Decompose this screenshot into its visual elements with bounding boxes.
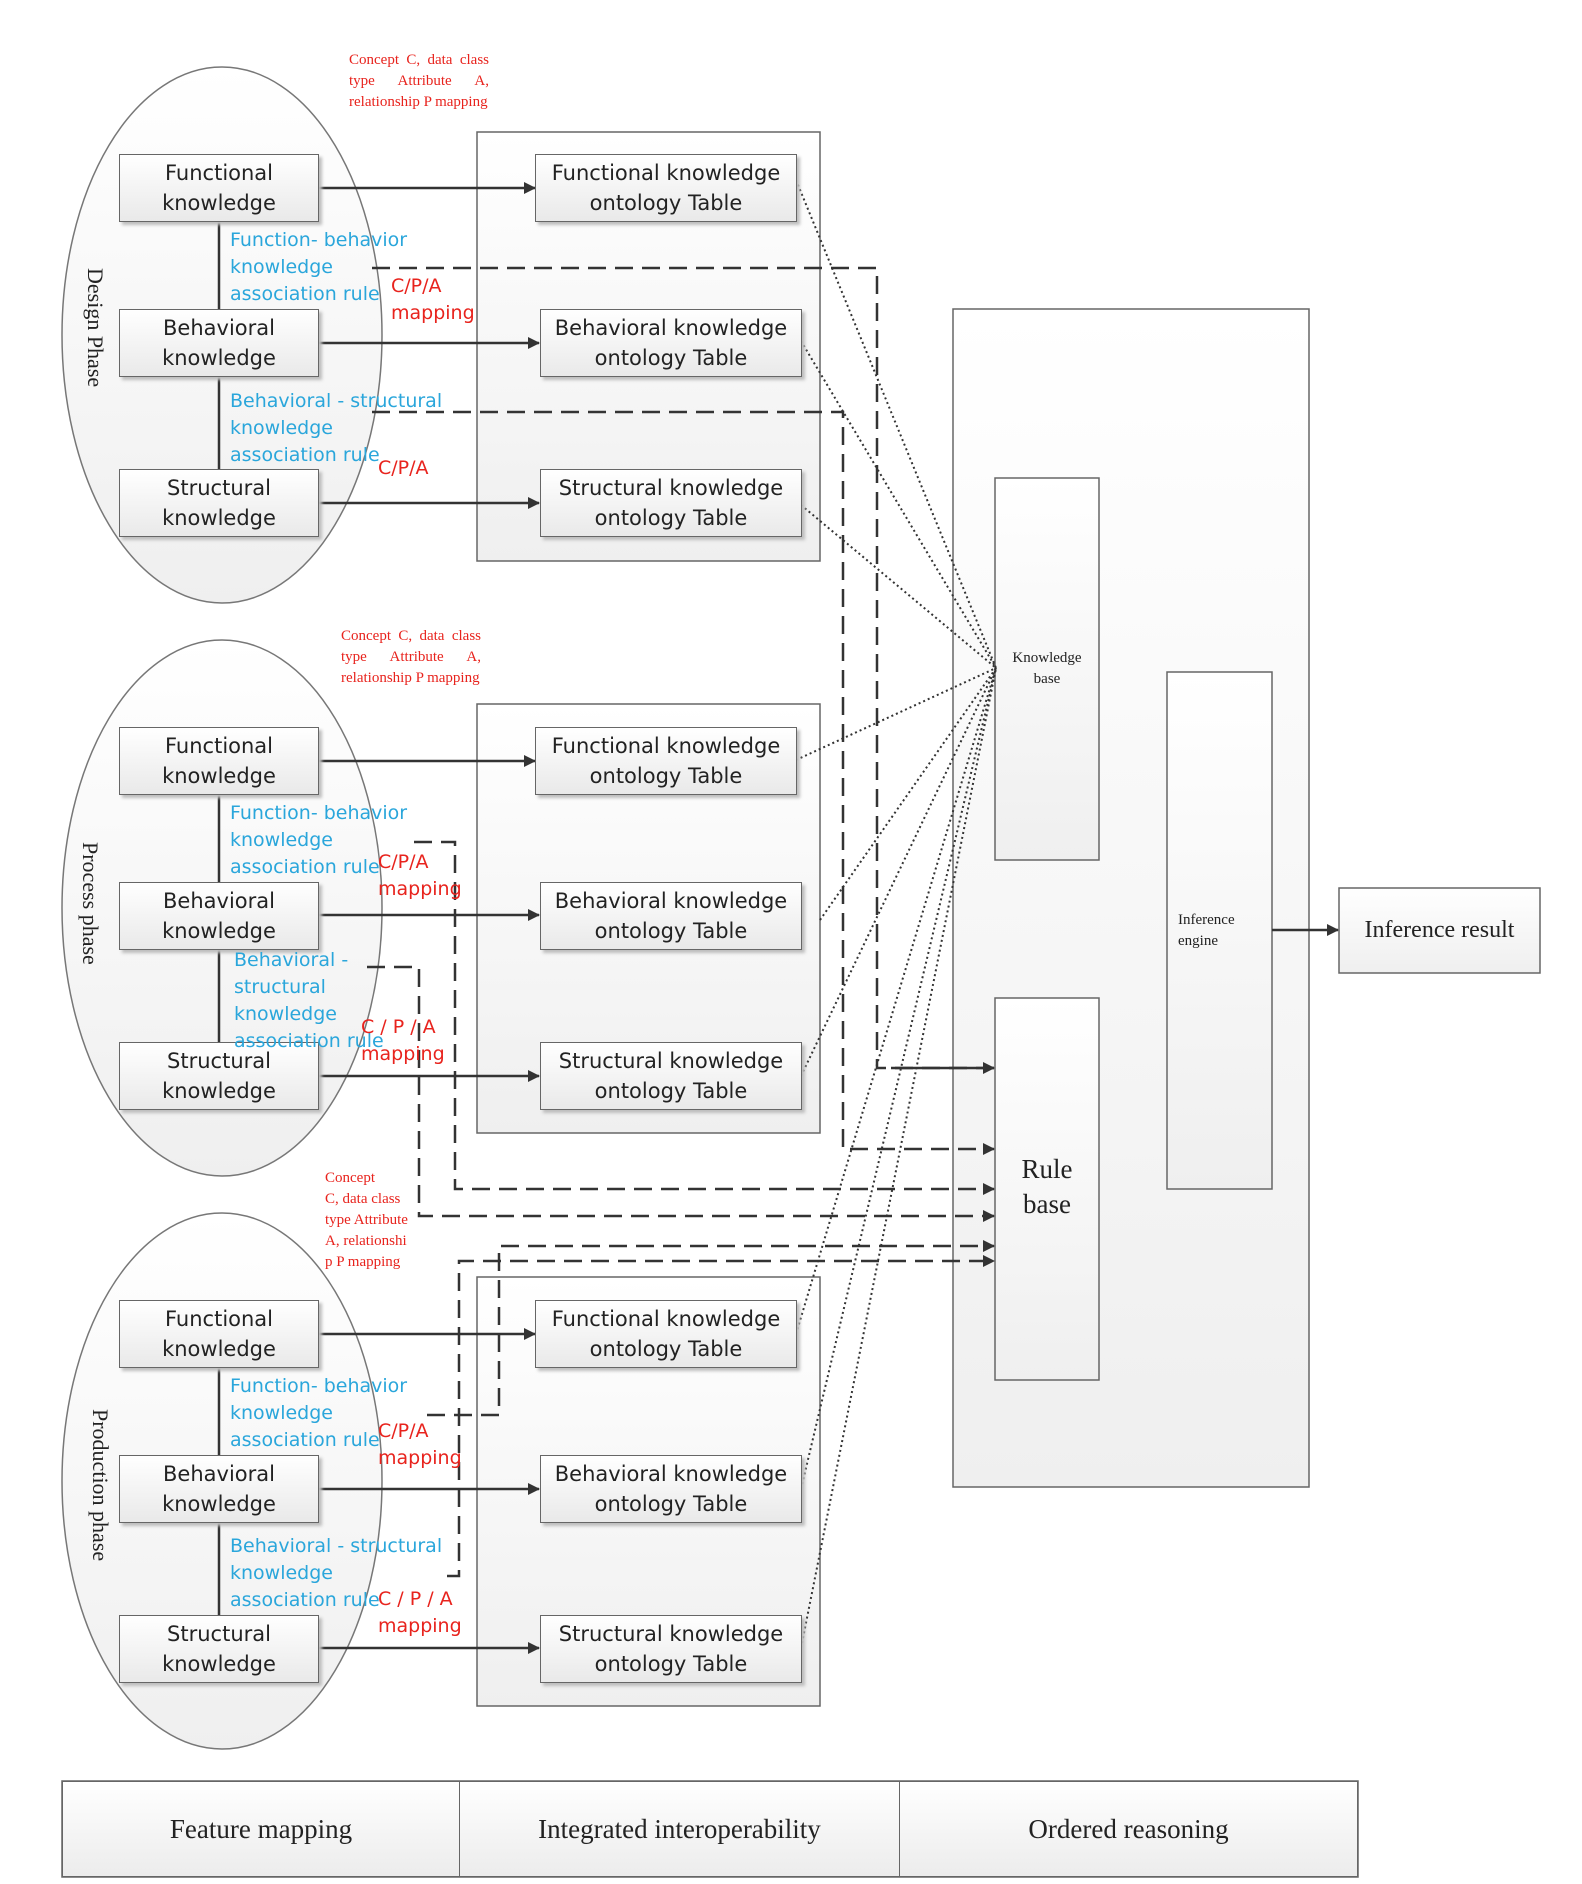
production-cpa-mapping-1: C/P/A mapping (378, 1420, 462, 1469)
production-structural-knowledge: Structural knowledge (119, 1615, 319, 1683)
rule-base-box (994, 997, 1100, 1381)
design-behavioral-knowledge: Behavioral knowledge (119, 309, 319, 377)
design-cpa-mapping-2: C/P/A (378, 457, 429, 479)
process-cpa-mapping-2: C / P / A mapping (361, 1016, 445, 1065)
production-structural-ontology-table: Structural knowledge ontology Table (540, 1615, 802, 1683)
process-behavioral-ontology-table: Behavioral knowledge ontology Table (540, 882, 802, 950)
production-functional-knowledge: Functional knowledge (119, 1300, 319, 1368)
rule-base-label: Rule base (1021, 1154, 1073, 1219)
process-functional-ontology-table: Functional knowledge ontology Table (535, 727, 797, 795)
production-phase-label: Production phase (88, 1409, 113, 1562)
design-structural-ontology-table: Structural knowledge ontology Table (540, 469, 802, 537)
design-function-behavior-rule: Function- behavior knowledge association… (230, 229, 408, 305)
production-behavioral-ontology-table: Behavioral knowledge ontology Table (540, 1455, 802, 1523)
inference-result-box (1338, 887, 1541, 974)
inference-result-label: Inference result (1364, 917, 1515, 943)
production-function-behavior-rule: Function- behavior knowledge association… (230, 1375, 408, 1451)
production-behavior-structural-rule: Behavioral - structural knowledge associ… (230, 1535, 443, 1611)
process-concept-note: Concept C, data class type Attribute A, … (341, 628, 481, 686)
production-functional-ontology-table: Functional knowledge ontology Table (535, 1300, 797, 1368)
inference-engine-box (1166, 671, 1273, 1190)
design-functional-knowledge: Functional knowledge (119, 154, 319, 222)
design-concept-note: Concept C, data class type Attribute A, … (349, 52, 489, 110)
process-structural-knowledge: Structural knowledge (119, 1042, 319, 1110)
footer-ordered-reasoning: Ordered reasoning (899, 1781, 1358, 1877)
process-function-behavior-rule: Function- behavior knowledge association… (230, 802, 408, 878)
design-structural-knowledge: Structural knowledge (119, 469, 319, 537)
design-functional-ontology-table: Functional knowledge ontology Table (535, 154, 797, 222)
inference-engine-label: Inference engine (1178, 912, 1235, 949)
design-cpa-mapping-1: C/P/A mapping (391, 275, 475, 324)
design-phase-label: Design Phase (83, 268, 108, 388)
process-behavioral-knowledge: Behavioral knowledge (119, 882, 319, 950)
production-behavioral-knowledge: Behavioral knowledge (119, 1455, 319, 1523)
table-to-knowledge-base-lines (795, 179, 997, 1649)
production-concept-note: Concept C, data class type Attribute A, … (325, 1170, 408, 1270)
process-cpa-mapping-1: C/P/A mapping (378, 851, 462, 900)
production-cpa-mapping-2: C / P / A mapping (378, 1588, 462, 1637)
footer-feature-mapping: Feature mapping (62, 1781, 460, 1877)
design-behavior-structural-rule: Behavioral - structural knowledge associ… (230, 390, 443, 466)
knowledge-base-label: Knowledge base (1012, 650, 1082, 687)
process-phase-label: Process phase (78, 842, 103, 965)
process-structural-ontology-table: Structural knowledge ontology Table (540, 1042, 802, 1110)
process-behavior-structural-rule: Behavioral - structural knowledge associ… (234, 949, 384, 1052)
footer-integrated-interoperability: Integrated interoperability (459, 1781, 900, 1877)
process-functional-knowledge: Functional knowledge (119, 727, 319, 795)
design-behavioral-ontology-table: Behavioral knowledge ontology Table (540, 309, 802, 377)
knowledge-base-box (994, 477, 1100, 861)
